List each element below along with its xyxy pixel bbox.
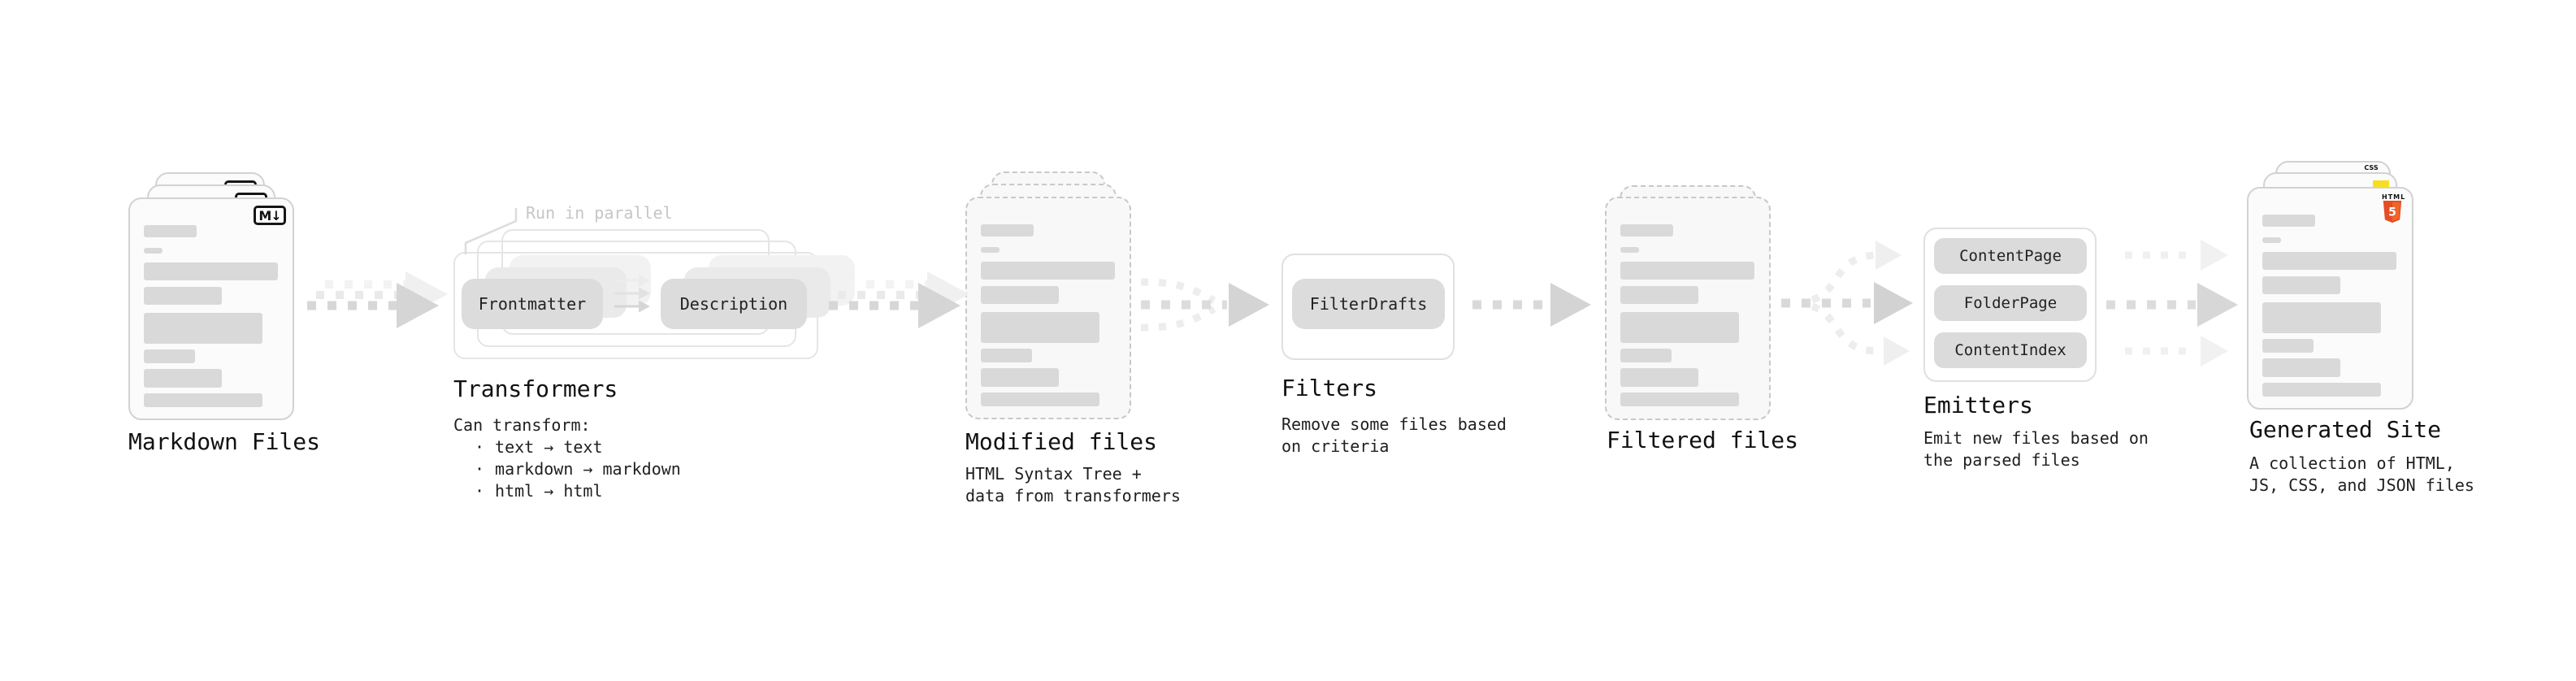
placeholder-line <box>2262 276 2340 294</box>
markdown-file-card-front: M↓ <box>128 197 294 420</box>
modified-file-card-front <box>965 197 1131 419</box>
placeholder-line <box>144 287 222 305</box>
arrow-markdown-to-transformers <box>307 271 448 328</box>
transform-bullet: · html → html <box>453 480 681 502</box>
placeholder-line <box>2262 237 2281 243</box>
transform-bullet: · markdown → markdown <box>453 458 681 480</box>
placeholder-line <box>144 225 197 237</box>
placeholder-line <box>1620 368 1698 387</box>
modified-files-subtitle: HTML Syntax Tree + data from transformer… <box>965 464 1181 505</box>
placeholder-line <box>2262 252 2396 270</box>
filtered-file-card-front <box>1605 197 1771 420</box>
arrow-filters-to-filtered <box>1472 283 1591 327</box>
filtered-files-title: Filtered files <box>1607 427 1799 453</box>
placeholder-line <box>981 393 1099 406</box>
placeholder-line <box>144 262 278 280</box>
placeholder-line <box>1620 247 1639 253</box>
bullet-dot: · <box>475 481 485 501</box>
transformers-title: Transformers <box>453 375 618 402</box>
emitters-title: Emitters <box>1923 392 2033 419</box>
placeholder-line <box>144 349 195 363</box>
description-pill: Description <box>661 279 807 329</box>
placeholder-line <box>1620 312 1739 343</box>
html5-shield: 5 <box>2383 201 2402 223</box>
placeholder-line <box>1620 349 1672 362</box>
placeholder-line <box>981 349 1032 362</box>
placeholder-line <box>2262 339 2314 353</box>
bullet-dot: · <box>475 459 485 479</box>
bullet-dot: · <box>475 437 485 457</box>
placeholder-line <box>2262 302 2381 333</box>
arrow-emitters-to-generated <box>2106 240 2238 367</box>
filters-subtitle: Remove some files based on criteria <box>1281 414 1507 456</box>
arrow-filtered-to-emitters <box>1781 241 1913 366</box>
placeholder-line <box>1620 286 1698 304</box>
placeholder-line <box>981 286 1059 304</box>
placeholder-line <box>1620 393 1739 406</box>
generated-site-subtitle: A collection of HTML, JS, CSS, and JSON … <box>2249 453 2474 495</box>
contentpage-pill: ContentPage <box>1934 238 2087 274</box>
placeholder-line <box>1620 224 1673 236</box>
placeholder-line <box>981 262 1115 280</box>
placeholder-line <box>144 369 222 388</box>
run-in-parallel-note: Run in parallel <box>526 203 673 223</box>
arrow-modified-to-filters <box>1140 278 1269 332</box>
placeholder-line <box>981 224 1034 236</box>
svg-text:5: 5 <box>2388 206 2396 219</box>
placeholder-line <box>144 393 262 407</box>
bullet-text: text → text <box>495 437 603 457</box>
folderpage-pill: FolderPage <box>1934 285 2087 321</box>
emitters-subtitle: Emit new files based on the parsed files <box>1923 428 2149 470</box>
html5-logo-icon: HTML 5 <box>2382 193 2405 227</box>
generated-file-card-front: HTML 5 <box>2247 187 2413 410</box>
placeholder-line <box>2262 215 2315 227</box>
transform-bullet: · text → text <box>453 436 681 458</box>
bullet-text: html → html <box>495 481 603 501</box>
transformers-description: Can transform: · text → text · markdown … <box>453 414 681 502</box>
can-transform-heading: Can transform: <box>453 415 591 435</box>
filters-title: Filters <box>1281 375 1378 401</box>
filterdrafts-pill: FilterDrafts <box>1292 279 1445 329</box>
frontmatter-pill: Frontmatter <box>462 279 603 329</box>
markdown-files-label: Markdown Files <box>128 428 321 455</box>
placeholder-line <box>144 248 163 254</box>
contentindex-pill: ContentIndex <box>1934 332 2087 368</box>
placeholder-line <box>1620 262 1754 280</box>
placeholder-line <box>981 312 1099 343</box>
modified-files-title: Modified files <box>965 428 1158 455</box>
generated-site-title: Generated Site <box>2249 416 2442 443</box>
placeholder-line <box>981 247 1000 253</box>
bullet-text: markdown → markdown <box>495 459 681 479</box>
placeholder-line <box>2262 358 2340 377</box>
placeholder-line <box>144 313 262 344</box>
placeholder-line <box>2262 383 2381 397</box>
placeholder-line <box>981 368 1059 387</box>
markdown-logo-icon: M↓ <box>254 206 286 225</box>
